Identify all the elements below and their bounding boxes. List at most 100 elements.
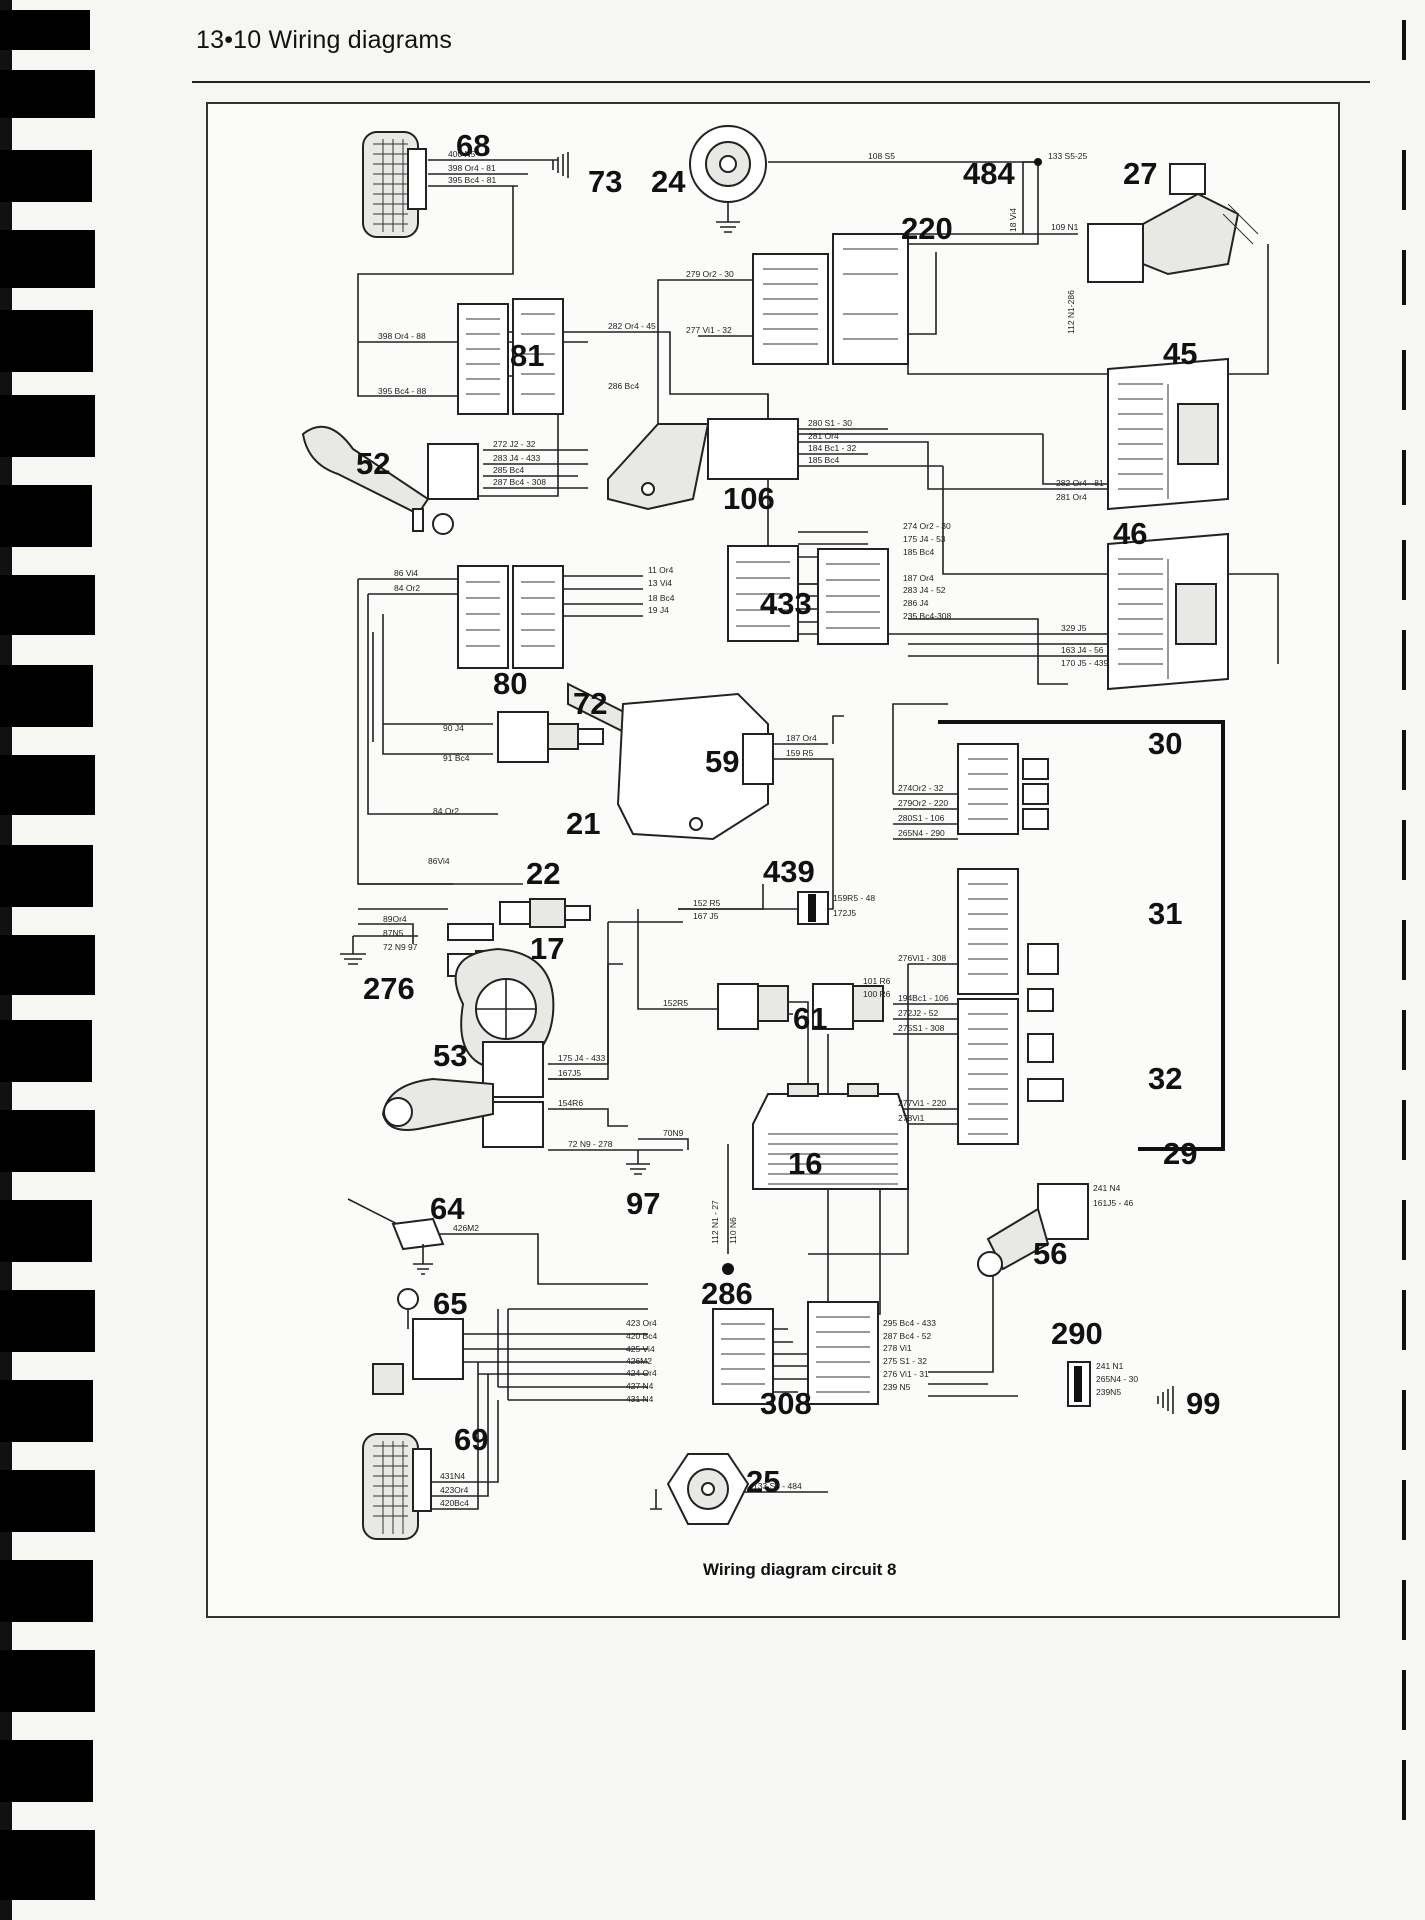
label-80: 80 (493, 666, 527, 701)
wire-label: 272J2 - 52 (898, 1008, 938, 1018)
diagram-caption: Wiring diagram circuit 8 (703, 1560, 897, 1579)
wire-label: 274 Or2 - 30 (903, 521, 951, 531)
wire-label: 281 Or4 (808, 431, 839, 441)
wire-label: 152R5 (663, 998, 688, 1008)
component-59-stalk-switch (567, 682, 774, 841)
component-24-horn (689, 125, 767, 233)
wire-label: 395 Bc4 - 88 (378, 386, 426, 396)
wire-label: 152 R5 (693, 898, 721, 908)
label-290: 290 (1051, 1316, 1103, 1351)
wire-label: 425 Vi4 (626, 1344, 655, 1354)
component-433-connector (727, 545, 889, 645)
wire-label: 280 S1 - 30 (808, 418, 852, 428)
wire-label: 420Bc4 (440, 1498, 469, 1508)
wire-label: 241 N1 (1096, 1361, 1124, 1371)
ground-symbol-99 (1157, 1386, 1174, 1414)
component-25-horn (650, 1453, 750, 1525)
wire-label: 431 N4 (626, 1394, 654, 1404)
wire-label: 282 Or4 - 45 (608, 321, 656, 331)
wire-label: 13 Vi4 (648, 578, 672, 588)
ground-symbol-97 (626, 1150, 650, 1175)
component-numbers: 68 73 24 484 27 220 81 45 52 106 46 80 4… (356, 128, 1220, 1499)
wire-label: 86Vi4 (428, 856, 450, 866)
wire-label: 426M2 (453, 1223, 479, 1233)
component-68-lamp (362, 131, 427, 238)
component-61-connector (717, 983, 884, 1030)
wire-label: 159 R5 (786, 748, 814, 758)
wire-label: 109 N1 (1051, 222, 1079, 232)
wire-label: 100 R6 (863, 989, 891, 999)
label-99: 99 (1186, 1386, 1220, 1421)
wire-label: 281 Or4 (1056, 492, 1087, 502)
wire-label: 185 Bc4 (808, 455, 839, 465)
label-81: 81 (510, 338, 544, 373)
wire-label: 87N5 (383, 928, 404, 938)
wire-label: 101 R6 (863, 976, 891, 986)
wire-label: 277Vi1 - 220 (898, 1098, 946, 1108)
wire-label: 172J5 (833, 908, 856, 918)
wire-label: 329 J5 (1061, 623, 1087, 633)
wire-label: 287 Bc4 - 52 (883, 1331, 931, 1341)
wire-label: 275S1 - 308 (898, 1023, 945, 1033)
wire-label: 167 J5 (693, 911, 719, 921)
label-56: 56 (1033, 1236, 1067, 1271)
component-56-switch (977, 1183, 1089, 1277)
label-59: 59 (705, 744, 739, 779)
wire-label: 275 S1 - 32 (883, 1356, 927, 1366)
wire-label: 265N4 - 30 (1096, 1374, 1138, 1384)
wire-label: 175 J4 - 53 (903, 534, 946, 544)
wire-label: 426M2 (626, 1356, 652, 1366)
diagram-frame: 68 73 24 484 27 220 81 45 52 106 46 80 4… (206, 102, 1340, 1618)
label-97: 97 (626, 1186, 660, 1221)
wire-label: 423Or4 (440, 1485, 469, 1495)
component-439-connector (797, 891, 829, 925)
component-46-connector (1107, 532, 1229, 691)
label-53: 53 (433, 1038, 467, 1073)
label-433: 433 (760, 586, 812, 621)
wire-label: 72 N9 - 278 (568, 1139, 613, 1149)
wire-label: 279 Or2 - 30 (686, 269, 734, 279)
label-72: 72 (573, 686, 607, 721)
wire-label: 265N4 - 290 (898, 828, 945, 838)
label-22: 22 (526, 856, 560, 891)
component-106-switch (607, 418, 799, 511)
label-308: 308 (760, 1386, 812, 1421)
ground-symbol-276 (340, 936, 366, 965)
label-32: 32 (1148, 1061, 1182, 1096)
component-27-switch (1087, 163, 1259, 283)
wire-label: 235 Bc4-308 (903, 611, 951, 621)
label-65: 65 (433, 1286, 467, 1321)
label-30: 30 (1148, 726, 1182, 761)
wire-label: 287 Bc4 - 308 (493, 477, 546, 487)
label-286: 286 (701, 1276, 753, 1311)
wire-label: 278Vi1 (898, 1113, 925, 1123)
wire-label: 187 Or4 (786, 733, 817, 743)
label-17: 17 (530, 931, 564, 966)
wire-label: 184 Bc1 - 32 (808, 443, 856, 453)
wire-label: 163 J4 - 56 (1061, 645, 1104, 655)
wire-label: 112 N1 - 27 (710, 1200, 720, 1244)
component-30-31-32-instrument-connector (957, 743, 1064, 1145)
wire-label: 185 Bc4 (903, 547, 934, 557)
component-80-connector (457, 565, 564, 669)
wire-label: 108 S5 (868, 151, 895, 161)
component-21-sensor (499, 898, 591, 928)
wires (353, 159, 1279, 1510)
label-69: 69 (454, 1422, 488, 1457)
label-61: 61 (793, 1001, 827, 1036)
component-53-switch (381, 1041, 544, 1148)
wire-label: 286 J4 (903, 598, 929, 608)
wire-label: 276Vi1 - 308 (898, 953, 946, 963)
header-rule (192, 81, 1370, 83)
wire-label: 241 N4 (1093, 1183, 1121, 1193)
label-27: 27 (1123, 156, 1157, 191)
wire-label: 72 N9 97 (383, 942, 418, 952)
wire-label: 276 Vi1 - 31 (883, 1369, 929, 1379)
label-25: 25 (746, 1464, 780, 1499)
wire-label: 285 Bc4 (493, 465, 524, 475)
splice-484 (1034, 158, 1042, 166)
wire-labels: 400 N5 398 Or4 - 81 395 Bc4 - 81 108 S5 … (378, 149, 1138, 1508)
wire-label: 278 Vi1 (883, 1343, 912, 1353)
wire-label: 18 Bc4 (648, 593, 675, 603)
wire-label: 112 N1-286 (1066, 290, 1076, 334)
